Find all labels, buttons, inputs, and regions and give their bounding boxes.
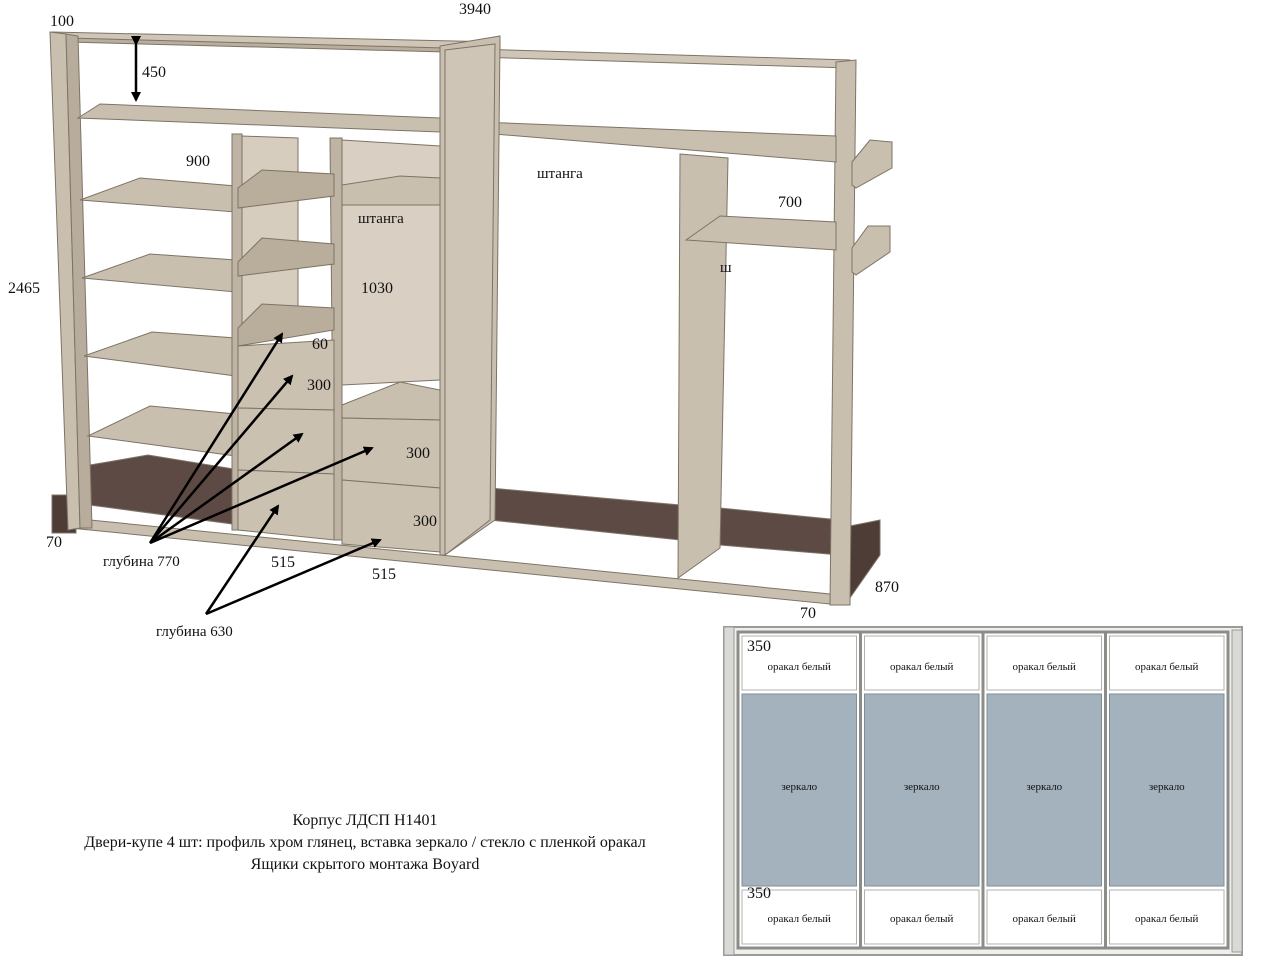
wardrobe-body [49, 31, 893, 606]
dim-drawer-width-left: 515 [271, 554, 295, 571]
arrow-depth630-1 [204, 504, 280, 615]
arrow-depth630-2 [205, 538, 382, 616]
door-bottom-insert [741, 889, 857, 945]
door-middle-label: зеркало [781, 781, 817, 793]
door-bottom-label: оракал белый [1013, 913, 1076, 925]
door-top-insert [741, 635, 857, 691]
drawer-column-back [241, 135, 299, 331]
door-mirror-insert [864, 693, 980, 887]
door-panel: оракал белый зеркало оракал белый [1104, 630, 1230, 950]
annotation-arrows [131, 36, 382, 616]
dim-tray-gap: 60 [312, 336, 328, 353]
arrow-depth770-2 [149, 374, 294, 544]
dim-right-section-width: 700 [778, 194, 802, 211]
caption-material: Корпус ЛДСП Н1401 [292, 812, 438, 829]
doors-left-post [723, 626, 735, 956]
caption-block: Корпус ЛДСП Н1401 Двери-купе 4 шт: профи… [40, 810, 690, 876]
plinth-right [719, 507, 841, 556]
door-middle-label: зеркало [904, 781, 940, 793]
arrow-depth770-3 [149, 432, 304, 545]
dim-plinth-left: 70 [46, 534, 62, 551]
door-middle-label: зеркало [1149, 781, 1185, 793]
door-top-label: оракал белый [890, 661, 953, 673]
label-rod-middle: штанга [358, 211, 404, 227]
door-top-label: оракал белый [1013, 661, 1076, 673]
door-middle-label: зеркало [1026, 781, 1062, 793]
door-top-insert [986, 635, 1102, 691]
label-depth-630: глубина 630 [156, 624, 233, 640]
corner-shelf-upper [851, 139, 893, 189]
door-top-insert [1109, 635, 1225, 691]
middle-section-back [341, 139, 441, 386]
left-shelf-4 [86, 405, 237, 457]
top-shelf-right [444, 121, 837, 163]
door-bottom-insert [1109, 889, 1225, 945]
door-panel: оракал белый зеркало оракал белый [736, 630, 862, 950]
door-mirror-insert [986, 693, 1102, 887]
door-bottom-label: оракал белый [890, 913, 953, 925]
door-top-label: оракал белый [1135, 661, 1198, 673]
door-bottom-height: 350 [747, 885, 771, 902]
label-rod-center: штанга [537, 166, 583, 182]
dim-plinth-right: 70 [800, 605, 816, 622]
door-panel: оракал белый зеркало оракал белый [859, 630, 985, 950]
door-top-label: оракал белый [768, 661, 831, 673]
corner-shelf-lower [851, 225, 891, 276]
dim-top-shelf-gap: 450 [142, 64, 166, 81]
door-top-insert [864, 635, 980, 691]
right-inner-shelf [684, 215, 837, 251]
left-shelf-1 [79, 177, 237, 213]
door-bottom-label: оракал белый [768, 913, 831, 925]
tray-3 [237, 303, 335, 347]
label-depth-770: глубина 770 [103, 554, 180, 570]
dim-left-section-width: 900 [186, 153, 210, 170]
door-bottom-insert [986, 889, 1102, 945]
left-shelf-2 [81, 253, 237, 293]
right-partition [677, 153, 729, 579]
door-bottom-label: оракал белый [1135, 913, 1198, 925]
central-partition-face [444, 43, 496, 557]
top-rail-right [439, 47, 851, 69]
tray-1 [237, 169, 335, 209]
label-rod-right-mark: ш [720, 260, 732, 276]
dim-drawer-right-1: 300 [406, 445, 430, 462]
doors-right-post [1231, 629, 1243, 953]
dim-drawer-width-right: 515 [372, 566, 396, 583]
door-mirror-insert [1109, 693, 1225, 887]
dim-height: 2465 [8, 280, 40, 297]
door-mirror-insert [741, 693, 857, 887]
dim-middle-rod-height: 1030 [361, 280, 393, 297]
caption-doors: Двери-купе 4 шт: профиль хром глянец, вс… [84, 834, 646, 851]
plinth-middle [489, 487, 681, 541]
dim-drawer-right-2: 300 [413, 513, 437, 530]
left-shelf-3 [83, 331, 237, 377]
door-panel: оракал белый зеркало оракал белый [981, 630, 1107, 950]
dim-drawer-left-1: 300 [307, 377, 331, 394]
dim-top-left: 100 [50, 13, 74, 30]
left-side-front [65, 33, 93, 529]
door-top-height: 350 [747, 638, 771, 655]
middle-drawer-top [341, 381, 441, 421]
dim-total-width: 3940 [459, 1, 491, 18]
drawer-left-3 [237, 469, 335, 541]
door-bottom-insert [864, 889, 980, 945]
arrow-depth770-4 [149, 446, 374, 545]
drawer-left-2 [237, 407, 335, 475]
dim-right-depth: 870 [875, 579, 899, 596]
right-side-panel [829, 59, 857, 606]
top-shelf-left [76, 103, 441, 133]
tray-2 [237, 237, 335, 277]
arrow-depth770-1 [148, 332, 284, 544]
caption-drawers: Ящики скрытого монтажа Boyard [250, 856, 480, 873]
